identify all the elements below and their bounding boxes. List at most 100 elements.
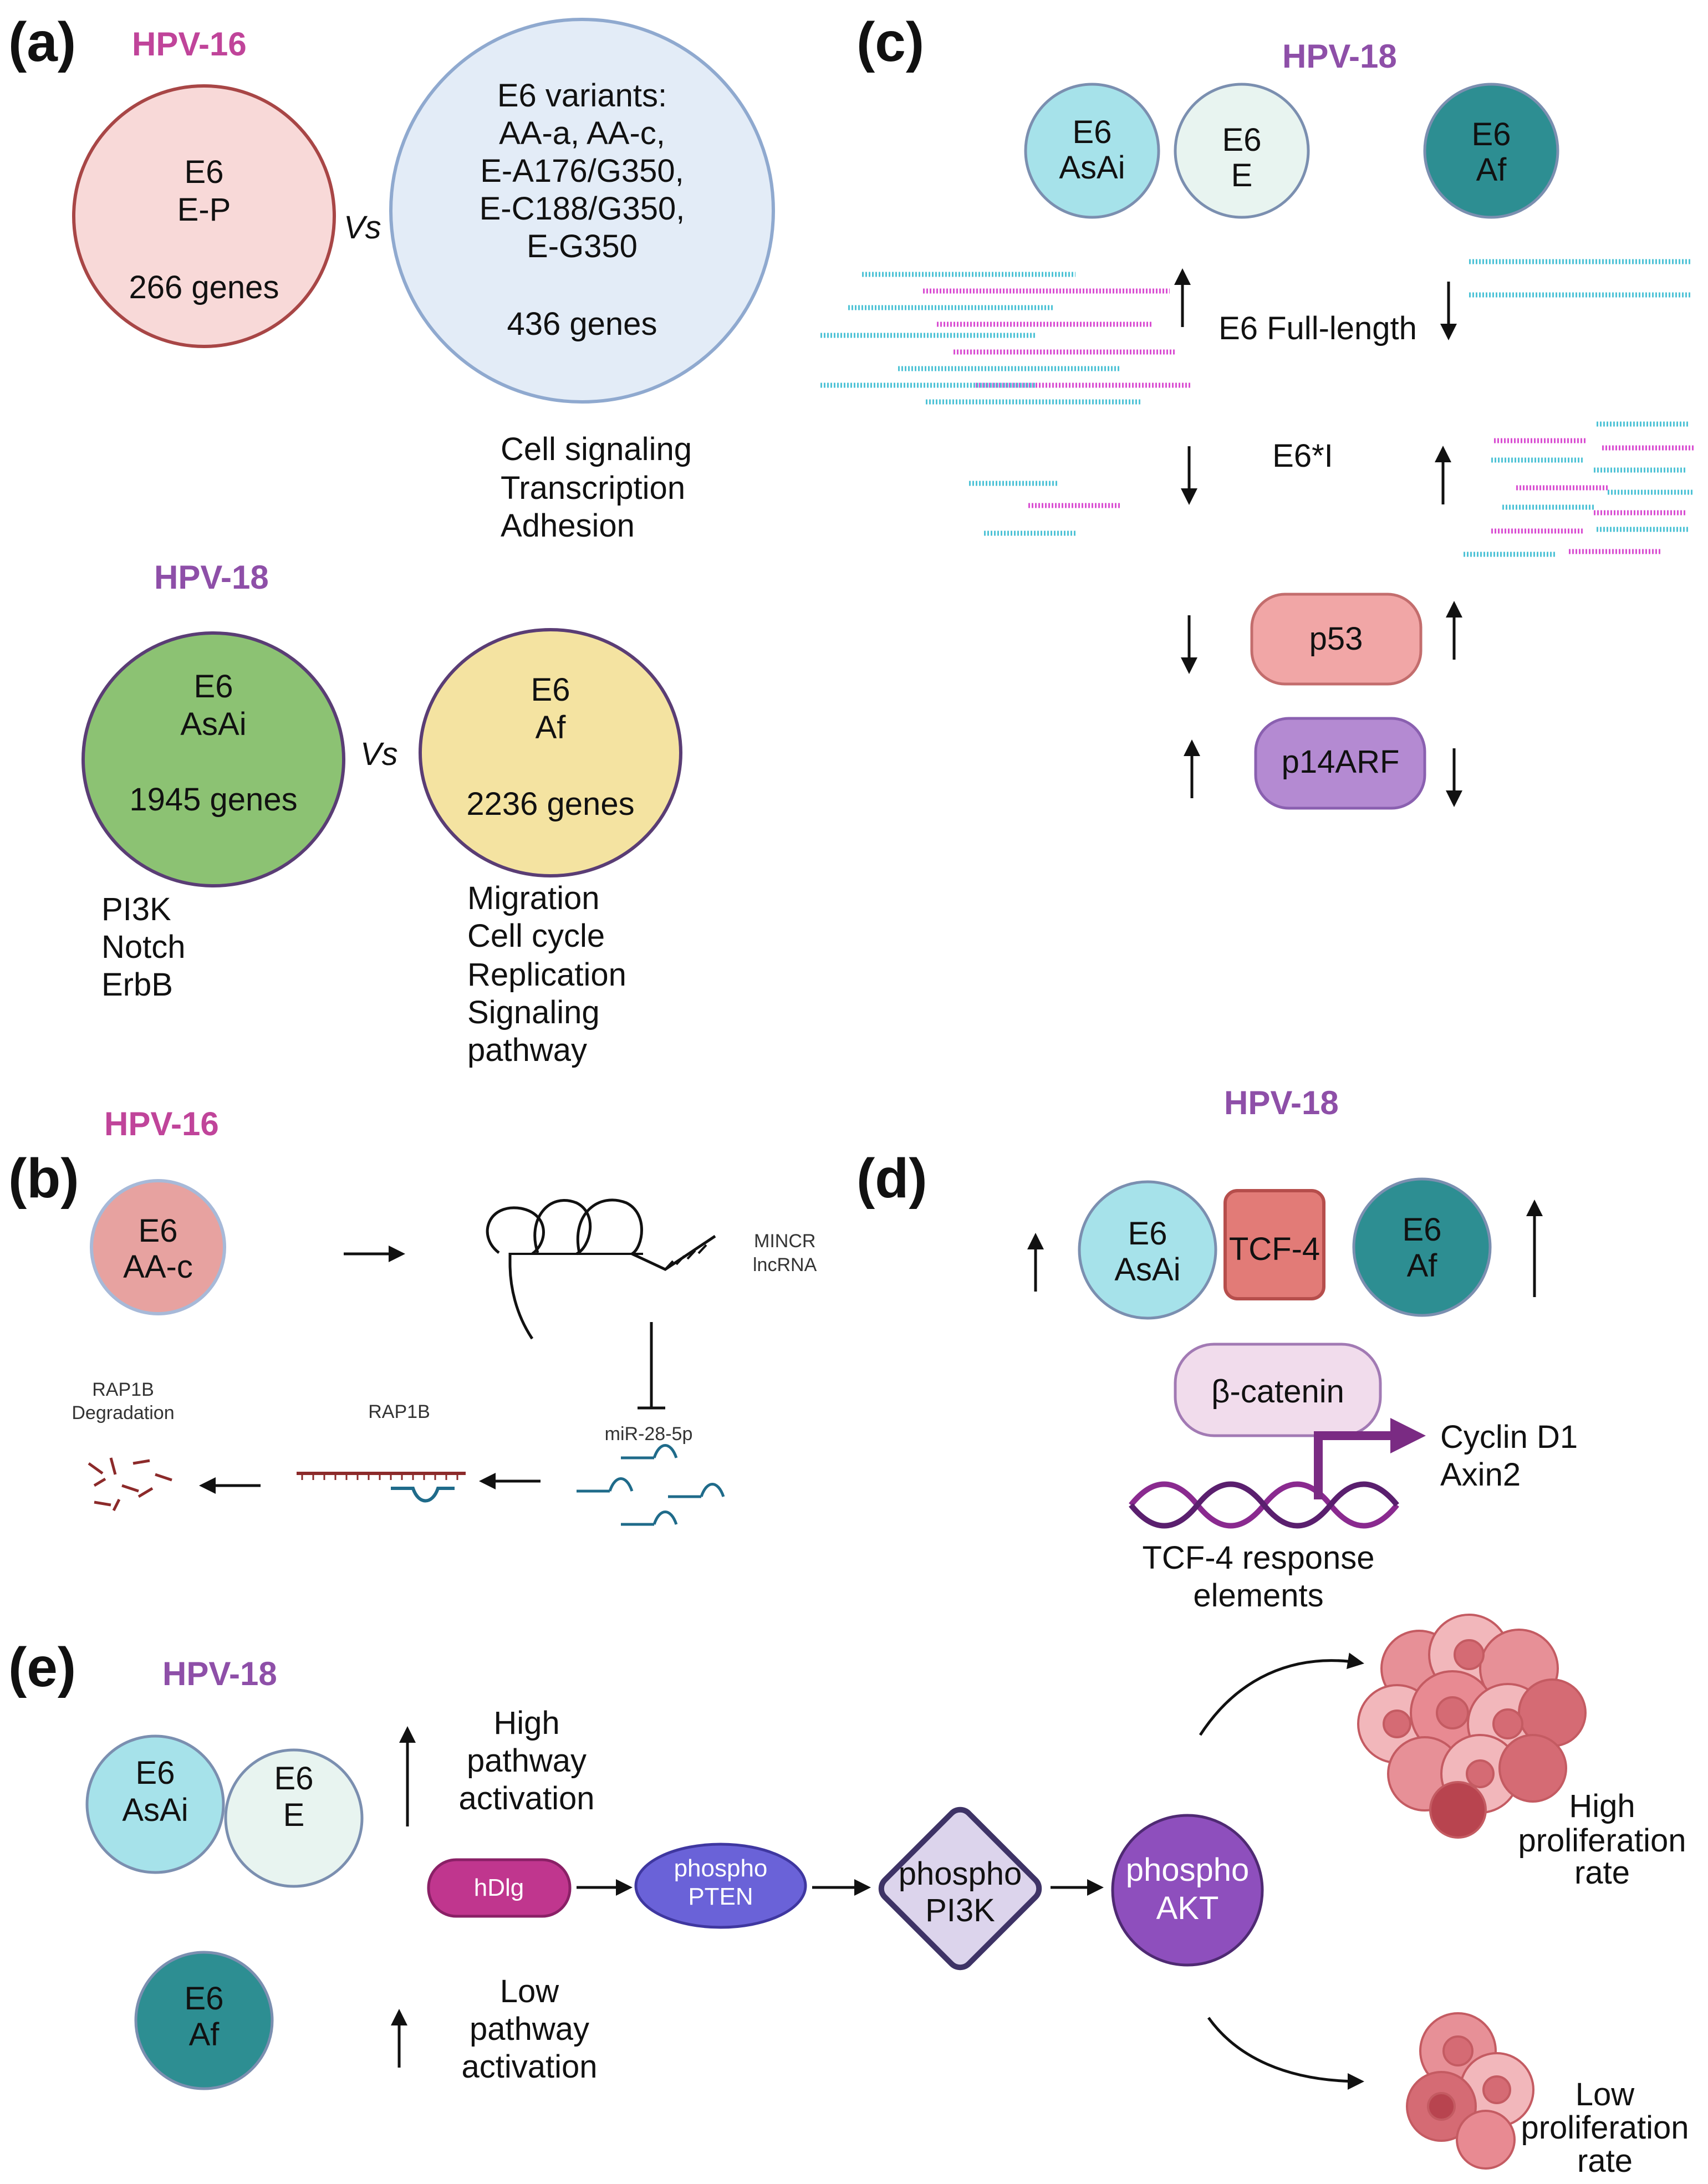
pten-line1: phospho: [674, 1855, 768, 1882]
low-proliferation-cells-icon: [1406, 2012, 1534, 2170]
rna-fragments-icon: [88, 1457, 172, 1512]
mir-label: miR-28-5p: [605, 1423, 693, 1445]
panel-e-label: (e): [8, 1636, 76, 1698]
c-af-line2: Af: [1476, 152, 1507, 188]
p53-box: [1250, 593, 1423, 686]
panel-a: (a) HPV-16 E6 E-P 266 genes Vs E6 varian…: [8, 11, 775, 1068]
e6-af-yellow-circle: [419, 628, 682, 877]
e6-aac-circle: [90, 1179, 226, 1315]
variants-term-2: Transcription: [501, 470, 685, 506]
panel-c: (c) HPV-18 E6 AsAi E6 E E6 Af E6 F: [820, 11, 1694, 810]
e-e6-asai-circle: [85, 1734, 225, 1874]
c-e-line2: E: [1231, 157, 1253, 193]
aac-line1: E6: [139, 1213, 178, 1249]
asai-term-2: Notch: [101, 929, 186, 965]
e-e-line2: E: [283, 1797, 305, 1833]
target-axin2: Axin2: [1440, 1457, 1521, 1493]
c-asai-line2: AsAi: [1059, 150, 1125, 186]
p14arf-box: [1254, 717, 1426, 810]
panel-b-hpv16-title: HPV-16: [104, 1105, 219, 1142]
d-af-line2: Af: [1407, 1248, 1438, 1284]
af-line1: E6: [531, 672, 570, 708]
d-e6-af-circle: [1352, 1177, 1492, 1317]
af-term-1: Migration: [467, 880, 600, 916]
e6-variants-circle: [389, 18, 775, 404]
e-af-line2: Af: [189, 2017, 220, 2053]
panel-b-label: (b): [8, 1147, 79, 1210]
high-prolif-line1: High: [1569, 1788, 1635, 1824]
response-line2: elements: [1193, 1578, 1323, 1614]
variants-genes: 436 genes: [507, 306, 657, 342]
af-term-2: Cell cycle: [467, 918, 605, 954]
e-e6-af-circle: [134, 1951, 274, 2090]
akt-line2: AKT: [1156, 1890, 1219, 1926]
af-line2: Af: [536, 710, 567, 746]
pten-line2: PTEN: [688, 1883, 753, 1910]
beta-catenin-label: β-catenin: [1211, 1374, 1344, 1410]
arrow-to-high-prolif: [1199, 1652, 1364, 1736]
rap1b-mrna-icon: [297, 1472, 466, 1503]
e-e-line1: E6: [274, 1761, 314, 1797]
panel-d-hpv18-title: HPV-18: [1224, 1084, 1339, 1121]
low-activation-3: activation: [461, 2049, 597, 2085]
e6i-reads-right: [1464, 421, 1694, 557]
pi3k-line2: PI3K: [925, 1892, 995, 1928]
tcf4-label: TCF-4: [1229, 1231, 1320, 1267]
panel-e: (e) HPV-18 E6 AsAi E6 E E6 Af High pathw…: [8, 1614, 1689, 2179]
panel-d: (d) HPV-18 β-catenin E6 AsAi TCF-4 E6 Af…: [856, 1084, 1578, 1614]
asai-line1: E6: [194, 669, 233, 705]
arrow-to-low-prolif: [1207, 2017, 1364, 2090]
d-e6-asai-circle: [1078, 1180, 1217, 1320]
c-e6-af-circle: [1423, 83, 1559, 219]
high-activation-2: pathway: [467, 1743, 587, 1779]
af-term-3: Replication: [467, 957, 626, 993]
c-asai-line1: E6: [1073, 114, 1112, 150]
panel-d-label: (d): [856, 1147, 927, 1210]
pi3k-diamond: [878, 1807, 1042, 1971]
dna-helix-icon: [1129, 1481, 1399, 1529]
panel-c-hpv18-title: HPV-18: [1282, 38, 1397, 75]
e6-ep-line1: E6: [185, 154, 224, 190]
panel-b: (b) HPV-16 E6 AA-c MINCR lncRNA miR-28-5…: [8, 1105, 817, 1526]
high-prolif-line2: proliferation: [1518, 1823, 1686, 1859]
e-asai-line2: AsAi: [122, 1792, 188, 1828]
target-cyclin-d1: Cyclin D1: [1440, 1419, 1578, 1455]
c-e6-asai-circle: [1024, 83, 1160, 219]
mincr-label: MINCR: [754, 1231, 815, 1252]
e6i-label: E6*I: [1272, 438, 1333, 474]
variants-term-1: Cell signaling: [501, 431, 692, 467]
panel-a-label: (a): [8, 11, 76, 73]
pi3k-line1: phospho: [899, 1856, 1022, 1892]
c-af-line1: E6: [1472, 116, 1511, 152]
full-length-label: E6 Full-length: [1218, 310, 1417, 346]
full-length-reads-right: [1469, 259, 1691, 298]
panel-c-label: (c): [856, 11, 924, 73]
e-e6-e-circle: [224, 1748, 364, 1888]
d-af-line1: E6: [1403, 1212, 1442, 1248]
variants-line-5: E-G350: [527, 228, 638, 264]
akt-circle: [1111, 1814, 1264, 1967]
mincr-lncrna-icon: [486, 1198, 716, 1340]
d-asai-line2: AsAi: [1114, 1252, 1180, 1288]
asai-genes: 1945 genes: [129, 782, 297, 818]
pten-oval: [634, 1843, 807, 1929]
tcf4-box: [1223, 1189, 1325, 1300]
transcription-arrow: [1314, 1418, 1426, 1499]
low-activation-2: pathway: [470, 2011, 589, 2047]
high-activation-3: activation: [458, 1780, 594, 1816]
full-length-reads-left: [820, 272, 1192, 405]
panel-a-hpv18-title: HPV-18: [154, 559, 269, 596]
hdlg-label: hDlg: [474, 1874, 524, 1901]
e6i-reads-left: [969, 481, 1120, 536]
lncrna-label: lncRNA: [753, 1254, 817, 1275]
low-prolif-line2: proliferation: [1521, 2110, 1689, 2146]
variants-line-3: E-A176/G350,: [480, 153, 684, 189]
vs-label-2: Vs: [360, 736, 398, 772]
d-asai-line1: E6: [1128, 1216, 1167, 1252]
high-activation-1: High: [493, 1705, 559, 1741]
high-proliferation-cells-icon: [1357, 1614, 1587, 1839]
e-af-line1: E6: [185, 1981, 224, 2017]
mirna-icon: [577, 1444, 725, 1526]
hdlg-box: [427, 1858, 572, 1918]
